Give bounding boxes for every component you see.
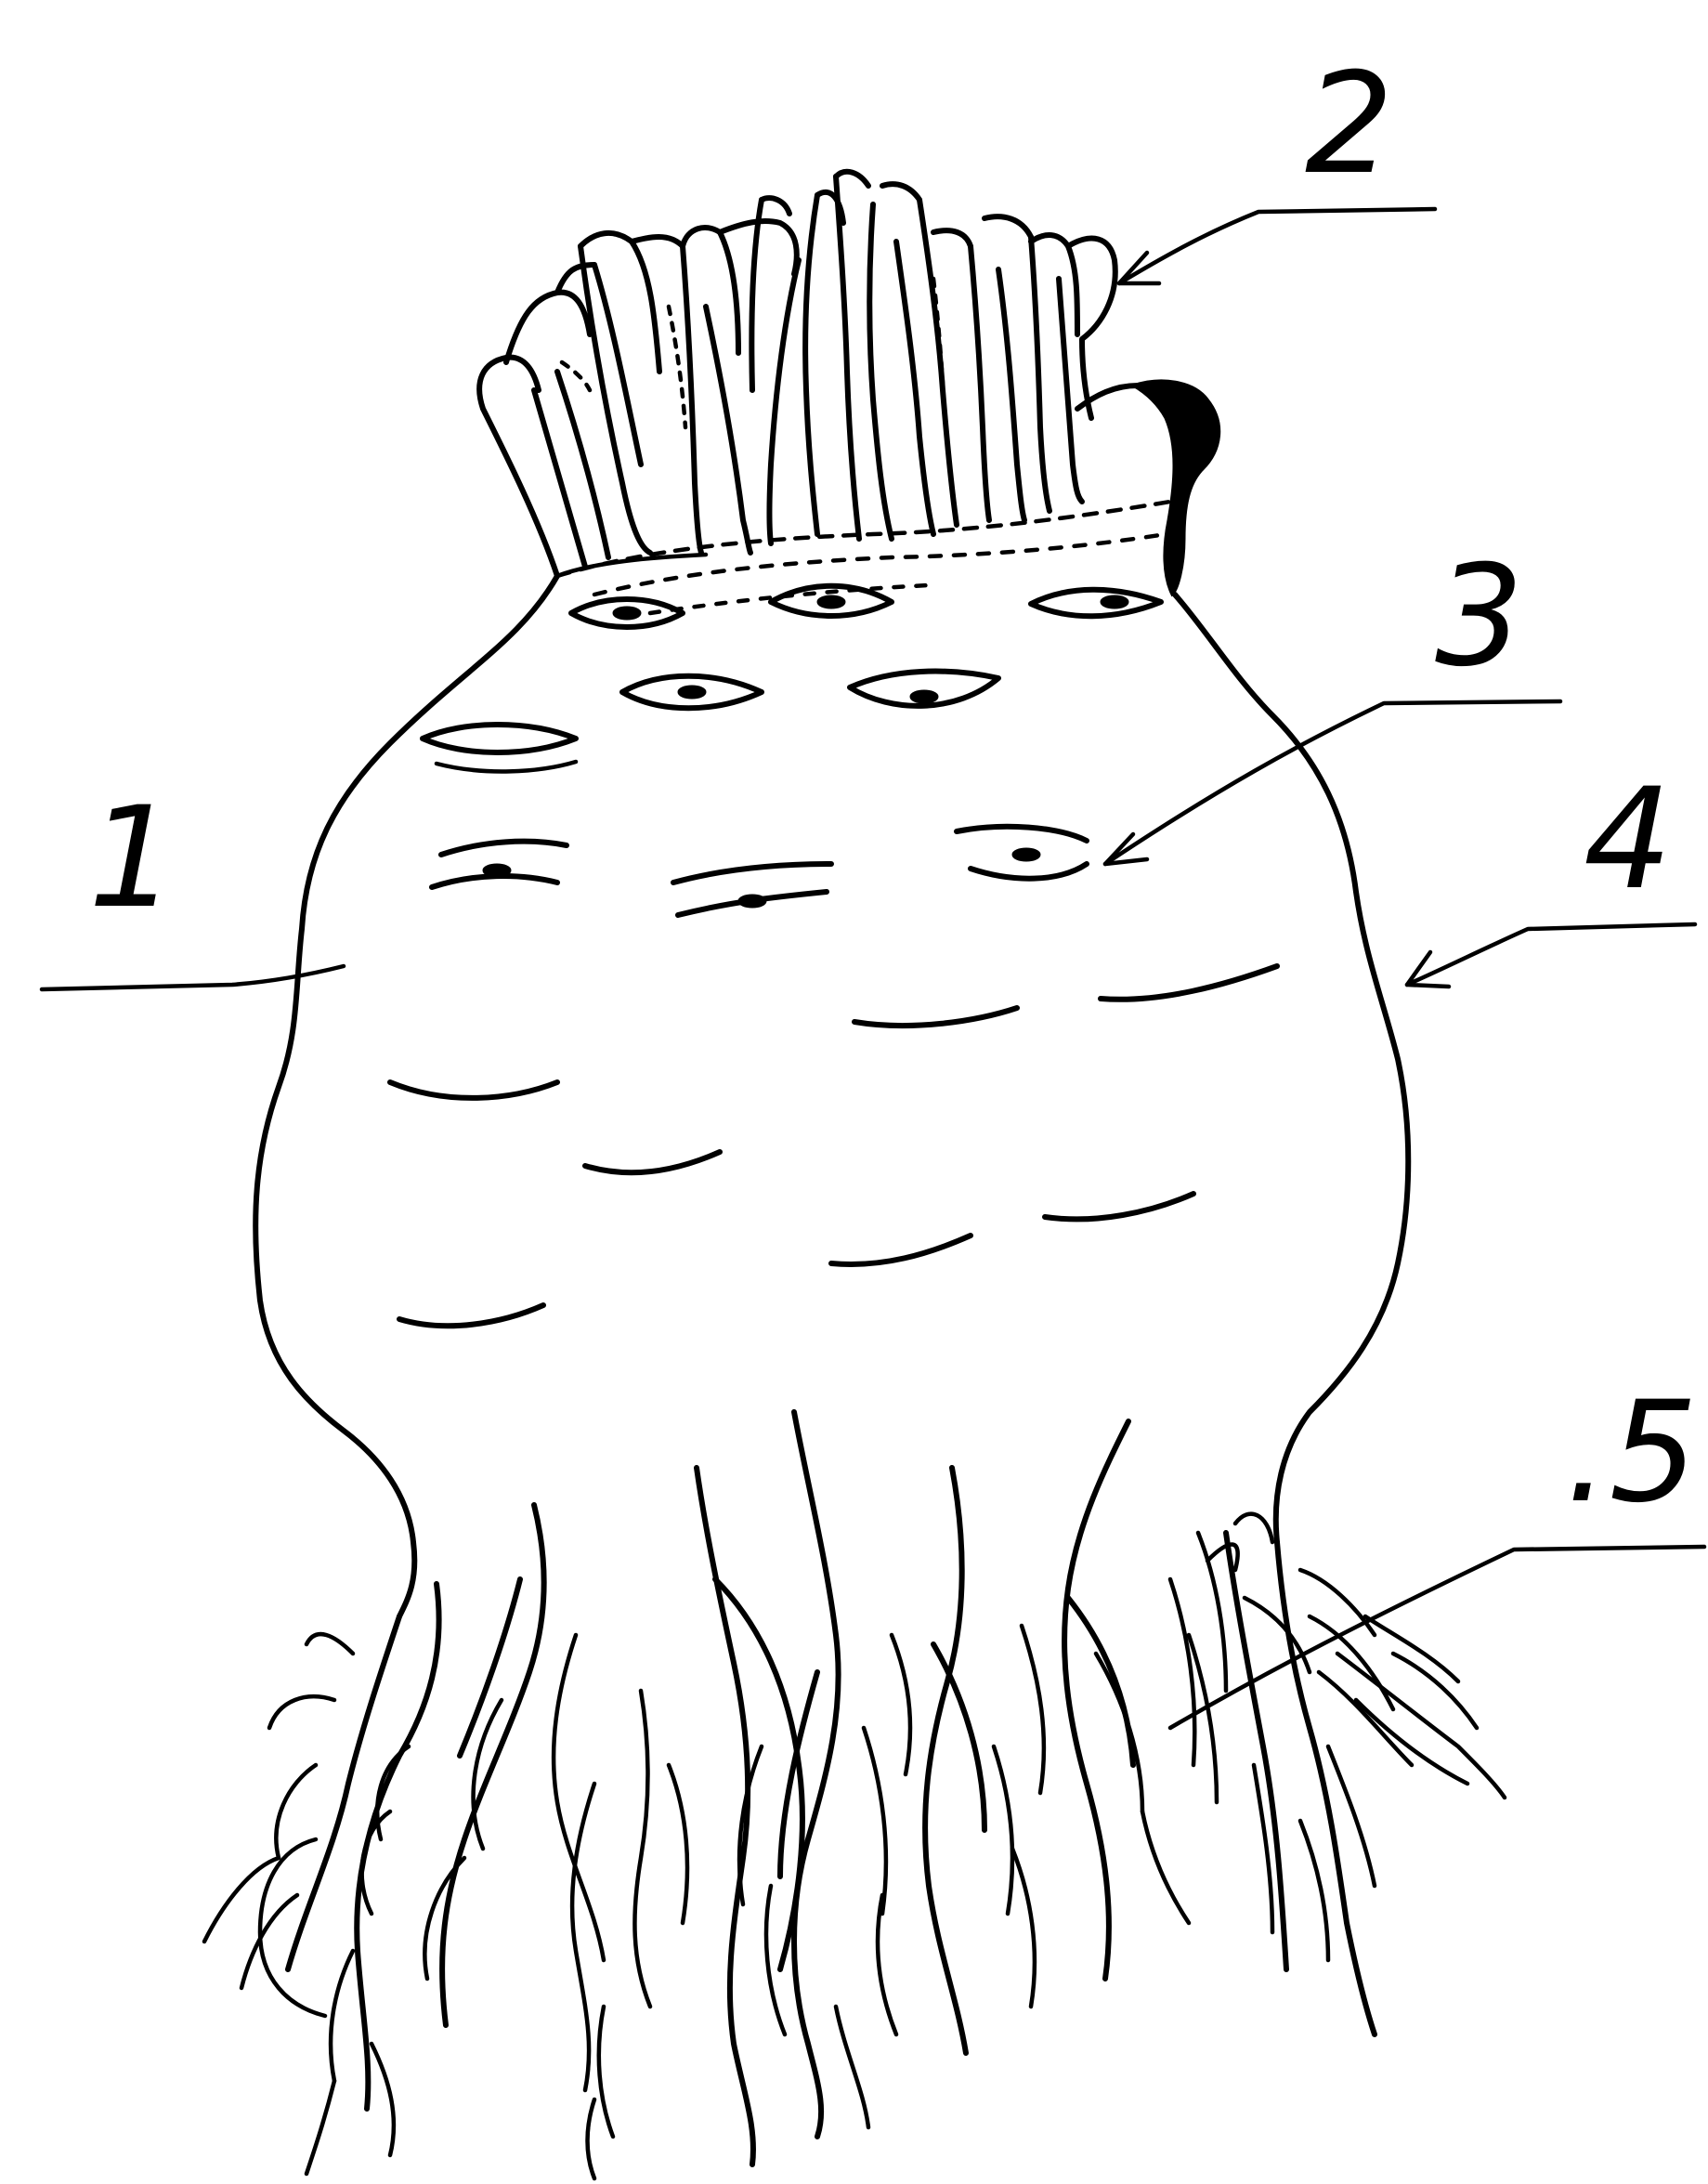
callout-label-2: 2 xyxy=(1305,44,1393,205)
crown-leaf-bases xyxy=(479,172,1115,576)
leader-lines xyxy=(42,209,1704,1728)
leaf-scar xyxy=(673,864,831,915)
leader-line-5 xyxy=(1170,1547,1704,1728)
leader-line-3 xyxy=(1105,701,1560,864)
callout-label-1: 1 xyxy=(88,778,176,939)
leaf-scar xyxy=(957,827,1087,879)
skin-wrinkles xyxy=(390,966,1277,1326)
leaf-scar xyxy=(622,676,762,709)
callout-label-3: 3 xyxy=(1435,536,1523,698)
arrow-head-2 xyxy=(1119,253,1159,283)
callout-labels: 1 2 3 4 .5 xyxy=(88,44,1698,1534)
leader-line-2 xyxy=(1119,209,1435,283)
leaf-scar xyxy=(423,725,576,771)
callout-label-5: .5 xyxy=(1565,1372,1698,1534)
callout-label-4: 4 xyxy=(1584,759,1672,921)
leaf-scar xyxy=(850,672,998,706)
leaf-scars xyxy=(423,586,1161,915)
leaf-scar xyxy=(432,842,567,887)
leader-line-4 xyxy=(1407,924,1695,985)
leaf-scar xyxy=(571,599,683,627)
roots xyxy=(204,1412,1505,2178)
leaf-scar xyxy=(1031,590,1161,617)
root-body xyxy=(255,381,1408,1616)
